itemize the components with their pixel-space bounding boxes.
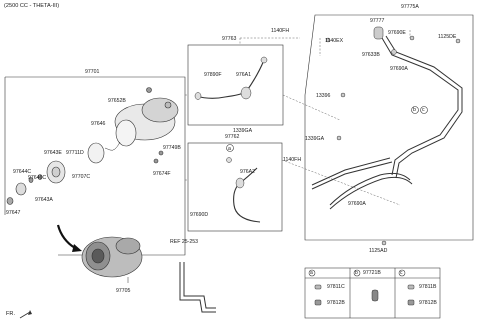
legend-table [304, 267, 441, 319]
group-title-right: 97775A [401, 4, 419, 10]
callout-b-label: b [413, 107, 416, 113]
callout-b [411, 106, 419, 114]
part-label: 97690E [388, 30, 406, 36]
part-label: 1125DE [438, 34, 457, 40]
lower-pipe [179, 262, 216, 313]
part-label: 97646 [91, 121, 106, 127]
part-label: 97633B [362, 52, 380, 58]
part-label: 97652B [108, 98, 126, 104]
right-group-frame [304, 14, 474, 241]
legend-col-b-code: 97721B [363, 270, 381, 276]
compressor-assembled [81, 236, 143, 278]
ref-label: REF 25-253 [170, 239, 198, 245]
legend-item: 97812B [419, 300, 437, 306]
part-label: 97690A [348, 201, 366, 207]
sub-title-right: 97777 [370, 18, 385, 24]
part-label: 97749B [163, 145, 181, 151]
suction-hose-upper [195, 59, 265, 99]
callout-a-label: a [228, 146, 231, 152]
part-label: 97674F [153, 171, 171, 177]
liquid-line [311, 35, 463, 210]
part-label: 97643E [44, 150, 62, 156]
legend-item: 97812B [327, 300, 345, 306]
callout-c-label: c [422, 107, 425, 113]
bolt-label: 1140FH [271, 28, 290, 34]
legend-item: 97811C [327, 284, 345, 290]
clutch-parts [6, 87, 164, 205]
part-label: 97643A [35, 197, 53, 203]
part-label: 97762 [225, 134, 240, 140]
part-label: 1339GA [305, 136, 325, 142]
compressor-label: 97705 [116, 288, 131, 294]
part-label: 97711D [66, 150, 84, 156]
part-label: 97890F [204, 72, 222, 78]
group-title-center-upper: 97763 [222, 36, 237, 42]
part-label: 97644C [13, 169, 32, 175]
part-label: 976A2 [240, 169, 256, 175]
callout-c [420, 106, 428, 114]
bolt-label: 1140FH [283, 157, 302, 163]
legend-col-c-letter: c [400, 270, 403, 276]
callout-a [226, 144, 234, 152]
part-label: 97647 [6, 210, 21, 216]
group-title-left: 97701 [85, 69, 100, 75]
part-label: 1140EX [325, 38, 344, 44]
engine-label: (2500 CC - THETA-III) [4, 3, 60, 9]
center-upper-frame [187, 44, 284, 126]
part-label: 97646C [28, 175, 47, 181]
compressor-body [114, 97, 179, 147]
fr-arrow-icon [19, 310, 32, 319]
legend-col-b-letter: b [355, 270, 358, 276]
part-label: 1339GA [233, 128, 253, 134]
legend-col-a-letter: a [310, 270, 313, 276]
fr-label: FR. [6, 311, 16, 317]
part-label: 97690D [190, 212, 209, 218]
discharge-hose [233, 167, 261, 223]
part-label: 1125AD [369, 248, 388, 254]
center-mid-frame [187, 142, 283, 232]
part-label: 97707C [72, 174, 91, 180]
assembly-arrow [56, 224, 76, 249]
part-label: 13396 [316, 93, 331, 99]
part-label: 976A1 [236, 72, 252, 78]
legend-item: 97811B [419, 284, 437, 290]
part-label: 97690A [390, 66, 408, 72]
